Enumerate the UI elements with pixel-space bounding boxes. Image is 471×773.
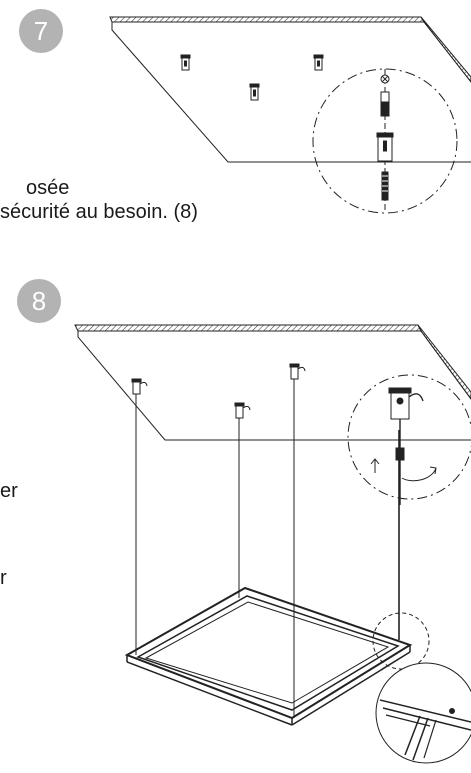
ceiling-panel-step-7 [109, 16, 471, 163]
hook-icon [289, 363, 306, 380]
instruction-text-line-4: r [0, 567, 7, 589]
up-arrow-icon [370, 458, 380, 473]
step-7-badge: 7 [19, 9, 63, 53]
step-7-number: 7 [34, 16, 48, 46]
suspension-wires-step-8 [135, 379, 400, 718]
step-8-badge: 8 [17, 279, 61, 323]
ceiling-right-line-8 [420, 330, 471, 400]
hook-bracket-icon [388, 387, 424, 420]
anchor-icon [180, 54, 191, 71]
instruction-text-line-3: er [0, 480, 18, 502]
ceiling-outline-8 [77, 331, 471, 441]
instruction-text-line-1: osée [26, 177, 70, 199]
corner-zoom-callout [375, 662, 471, 764]
hook-icon [131, 378, 148, 395]
step-7-badge-circle [19, 9, 63, 53]
hook-icon [234, 402, 251, 419]
led-panel-frame [124, 586, 413, 726]
ceiling-top-edge-8 [74, 324, 422, 332]
ceiling-top-edge-7 [109, 16, 425, 23]
corner-zoom-circle [375, 662, 471, 764]
step-8-badge-circle [17, 279, 61, 323]
frame-outer [124, 586, 413, 720]
threaded-rod-icon [381, 171, 389, 201]
wire-gripper-icon [395, 447, 405, 461]
ceiling-outline-7 [111, 22, 471, 163]
corner-fixing-point-icon [449, 708, 455, 714]
corner-detail-marker [372, 612, 430, 670]
step-8-number: 8 [32, 286, 46, 316]
ceiling-anchors-step-7 [180, 54, 324, 101]
ceiling-right-line-7 [423, 21, 471, 83]
frame-inner-edge [144, 601, 390, 704]
detail-callout-step-7 [312, 68, 458, 214]
frame-inner [136, 595, 400, 711]
detail-circle-7 [312, 68, 458, 214]
instruction-text-line-2: sécurité au besoin. (8) [0, 201, 198, 223]
detail-circle-8 [347, 374, 471, 500]
ceiling-panel-step-8 [74, 324, 471, 441]
anchor-icon [249, 83, 260, 101]
anchor-icon [313, 54, 324, 71]
wall-plug-icon [380, 91, 390, 117]
detail-callout-step-8 [347, 374, 471, 505]
hanger-bracket-icon [376, 132, 394, 162]
suspension-hooks-step-8 [131, 363, 306, 419]
rotate-arrow-icon [401, 466, 437, 482]
